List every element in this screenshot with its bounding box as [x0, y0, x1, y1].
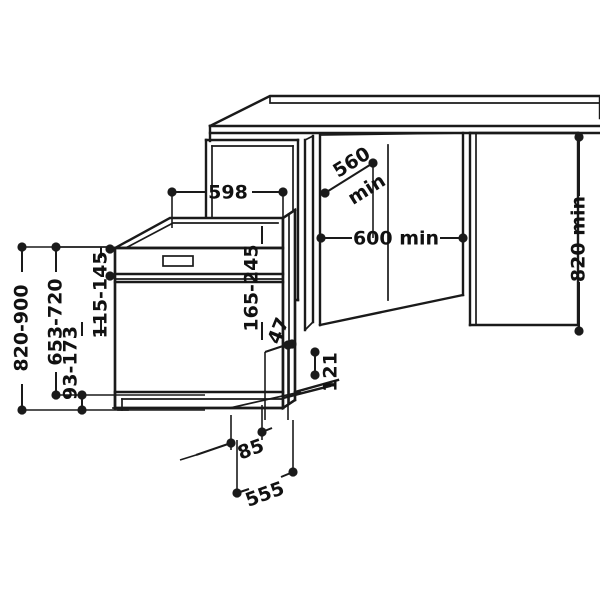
cabinet-right-panel	[468, 131, 580, 327]
dimension-label-555: 555	[242, 477, 287, 511]
dimension-label-653-720: 653-720	[45, 278, 67, 365]
dim-endpoint-dot	[320, 188, 330, 198]
dim-endpoint-dot	[17, 405, 27, 415]
dim-endpoint-dot	[458, 233, 468, 243]
dimension-label-598: 598	[208, 182, 248, 204]
dim-endpoint-dot	[17, 242, 27, 252]
dimension-label-121: 121	[320, 352, 342, 392]
dim-endpoint-dot	[77, 390, 87, 400]
dim-endpoint-dot	[105, 244, 115, 254]
control-panel-display	[162, 255, 194, 267]
dim-endpoint-dot	[310, 347, 320, 357]
dim-endpoint-dot	[574, 132, 584, 142]
dimension-label-820-900: 820-900	[11, 284, 33, 371]
dim-endpoint-dot	[574, 326, 584, 336]
cabinet-niche-divider	[303, 134, 315, 332]
dimension-width-598: 598	[167, 182, 288, 228]
dishwasher-control-panel	[113, 246, 285, 280]
dishwasher-appliance	[113, 207, 340, 411]
dimension-depth-121: 121	[310, 347, 342, 392]
dimension-niche-width-600-min: 600 min	[316, 228, 468, 250]
dimension-depth-47: 47	[263, 314, 297, 353]
dim-endpoint-dot	[51, 390, 61, 400]
dimension-panel-115-145: 115-145	[90, 244, 115, 339]
dimension-label-820-min: 820 min	[568, 196, 590, 282]
dim-endpoint-dot	[105, 271, 115, 281]
dimension-label-115-145: 115-145	[90, 251, 112, 338]
dimension-depth-85: 85	[195, 405, 273, 464]
dimension-door-panel-165-245: 165-245	[241, 226, 263, 340]
dim-endpoint-dot	[310, 370, 320, 380]
dimension-niche-height-820-min: 820 min	[568, 132, 590, 336]
lower-extension-lines	[179, 345, 289, 461]
dimension-niche-depth-560-min: 560 min	[320, 143, 389, 238]
dim-endpoint-dot	[77, 405, 87, 415]
dim-endpoint-dot	[287, 339, 297, 349]
dimension-label-600-min: 600 min	[353, 228, 439, 250]
dim-endpoint-dot	[51, 242, 61, 252]
dimension-label-165-245: 165-245	[241, 244, 263, 331]
dim-endpoint-dot	[316, 233, 326, 243]
cabinet-niche-interior	[318, 131, 465, 327]
dimension-plinth-93-173: 93-173	[60, 322, 87, 415]
dim-endpoint-dot	[167, 187, 177, 197]
dim-endpoint-dot	[278, 187, 288, 197]
dimension-label-93-173: 93-173	[60, 326, 82, 400]
